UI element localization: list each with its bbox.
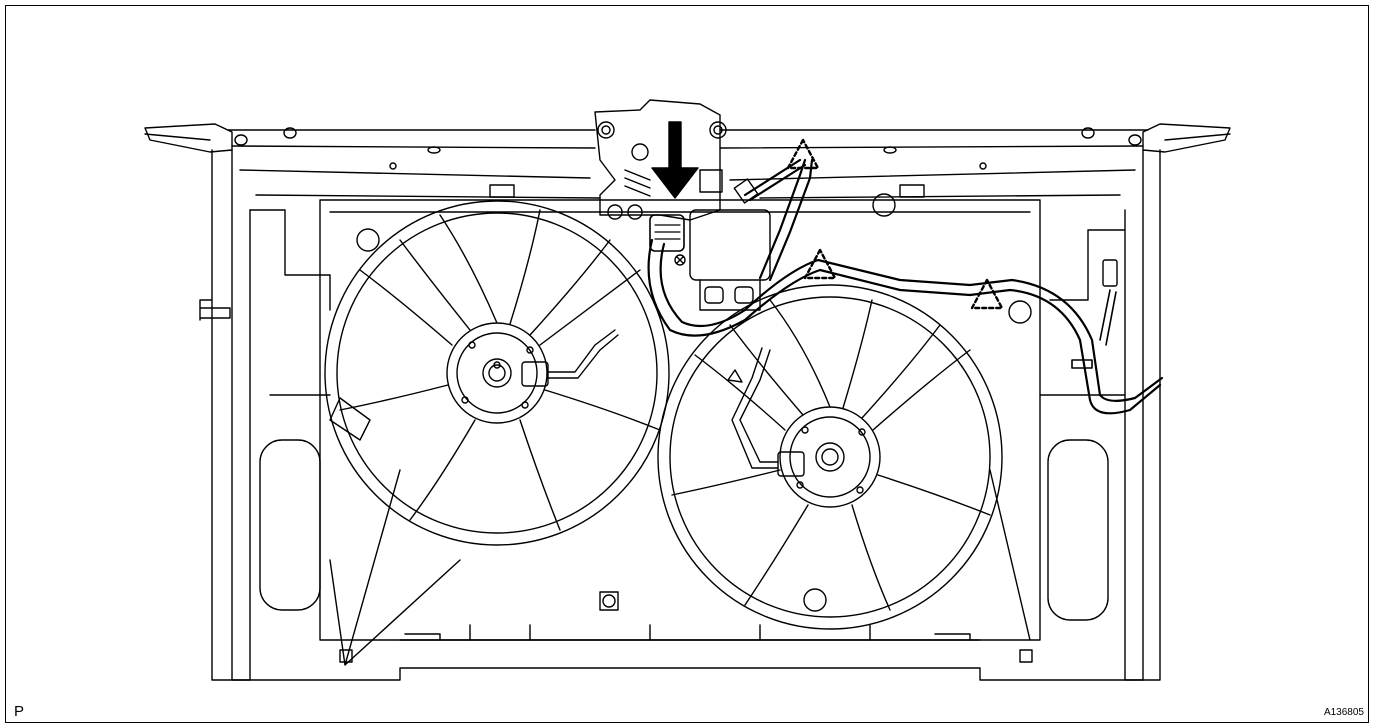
connector-bracket (674, 209, 771, 311)
clamp-triangle-icon (970, 278, 1004, 310)
diagram-frame (5, 5, 1369, 723)
wire-harness (647, 158, 1164, 415)
right-fan (657, 284, 1003, 630)
clamp-triangle-icon (803, 248, 837, 280)
clamp-triangle-icon (786, 138, 820, 170)
fan-shroud (269, 184, 1126, 666)
figure-id-label: A136805 (1323, 707, 1364, 718)
hood-lock-assembly (594, 99, 727, 221)
radiator-support-frame (144, 123, 1231, 681)
corner-label-left: P (14, 703, 25, 720)
left-fan (324, 200, 670, 546)
arrow-down-icon (651, 121, 699, 199)
